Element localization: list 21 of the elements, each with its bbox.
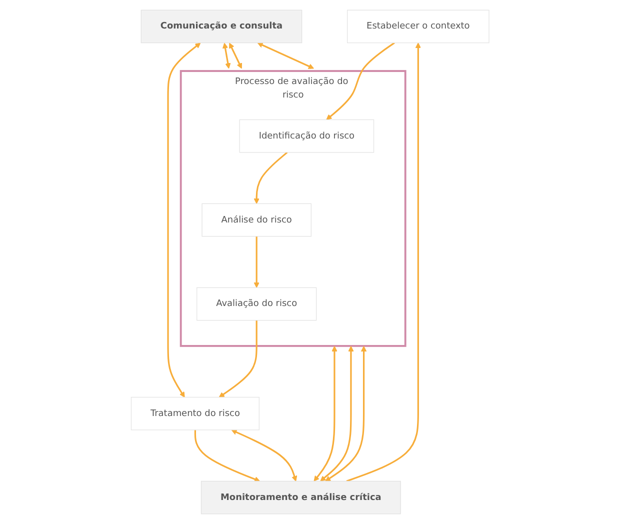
arrow	[326, 42, 395, 120]
arrow	[222, 42, 231, 69]
node-box: Tratamento do risco	[130, 396, 260, 430]
arrow	[320, 346, 354, 482]
node-box: Comunicação e consulta	[140, 10, 302, 44]
arrow	[167, 42, 201, 398]
arrow	[314, 346, 338, 482]
arrow	[194, 430, 260, 482]
node-box: Estabelecer o contexto	[346, 10, 490, 44]
node-box: Identificação do risco	[239, 119, 374, 153]
arrow	[254, 236, 260, 288]
arrow	[346, 42, 421, 482]
arrow	[218, 320, 258, 398]
node-box: Análise do risco	[202, 203, 312, 237]
arrow	[257, 42, 314, 69]
node-box: Avaliação do risco	[196, 287, 317, 321]
arrow	[231, 430, 297, 482]
arrow	[325, 346, 366, 482]
arrow	[254, 152, 288, 204]
node-box: Monitoramento e análise crítica	[200, 480, 401, 514]
arrow	[228, 42, 242, 69]
